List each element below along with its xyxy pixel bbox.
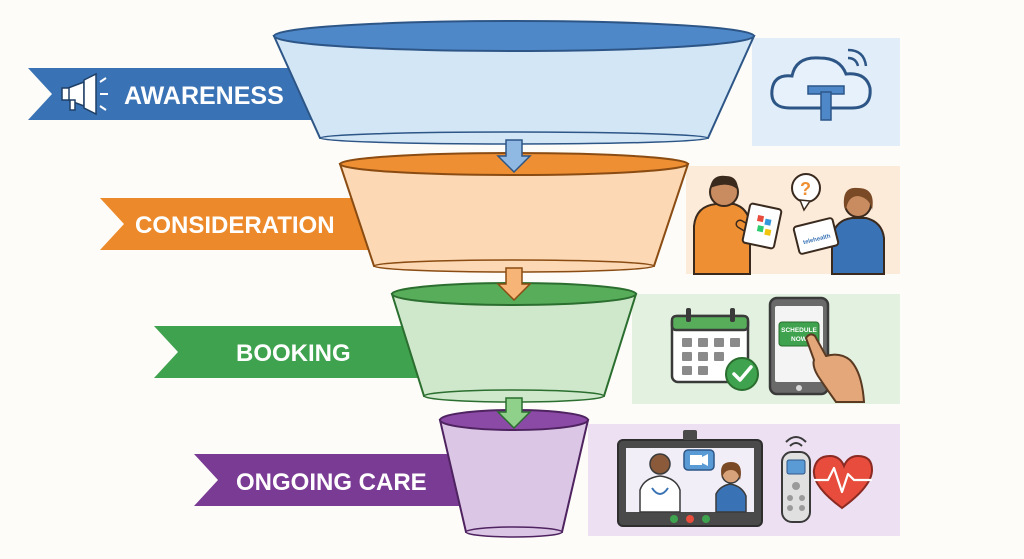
cloud-t-icon [770, 48, 872, 121]
tablet-icon [741, 202, 783, 250]
end-call-icon [686, 515, 694, 523]
ongoing-care-ribbon: ONGOING CARE [194, 454, 476, 506]
mute-button-icon [670, 515, 678, 523]
video-toggle-icon [702, 515, 710, 523]
people-with-tablets: ? telehealth [693, 173, 885, 275]
video-call-screen [617, 430, 763, 527]
consideration-ribbon: CONSIDERATION [100, 198, 410, 250]
arrow-down-icon [496, 397, 532, 430]
phone-icon: SCHEDULE NOW [768, 296, 830, 396]
schedule-now-line2: NOW [791, 336, 808, 343]
awareness-ribbon: AWARENESS [28, 68, 340, 120]
heart-icon [812, 454, 874, 510]
telehealth-and-monitor [617, 430, 874, 527]
arrow-down-icon [496, 139, 532, 174]
svg-text:?: ? [800, 179, 811, 199]
schedule-now-line1: SCHEDULE [781, 327, 817, 334]
calendar-icon [670, 308, 750, 384]
calendar-and-phone: SCHEDULE NOW [670, 296, 866, 403]
ongoing-care-label: ONGOING CARE [236, 469, 427, 496]
question-icon: ? [791, 173, 821, 212]
awareness-label: AWARENESS [124, 82, 284, 110]
booking-label: BOOKING [236, 340, 351, 367]
patient-icon [715, 462, 747, 513]
remote-monitor-icon [781, 436, 811, 523]
checkmark-icon [725, 357, 759, 391]
arrow-down-icon [496, 267, 532, 302]
consideration-label: CONSIDERATION [135, 212, 335, 239]
video-camera-icon [683, 449, 715, 471]
tablet-icon: telehealth [792, 217, 840, 255]
awareness-funnel [272, 20, 756, 145]
megaphone-icon [61, 72, 108, 116]
booking-funnel [390, 282, 638, 403]
booking-ribbon: BOOKING [154, 326, 440, 378]
person-icon [831, 187, 885, 275]
hand-icon [804, 333, 866, 403]
doctor-icon [639, 453, 681, 513]
